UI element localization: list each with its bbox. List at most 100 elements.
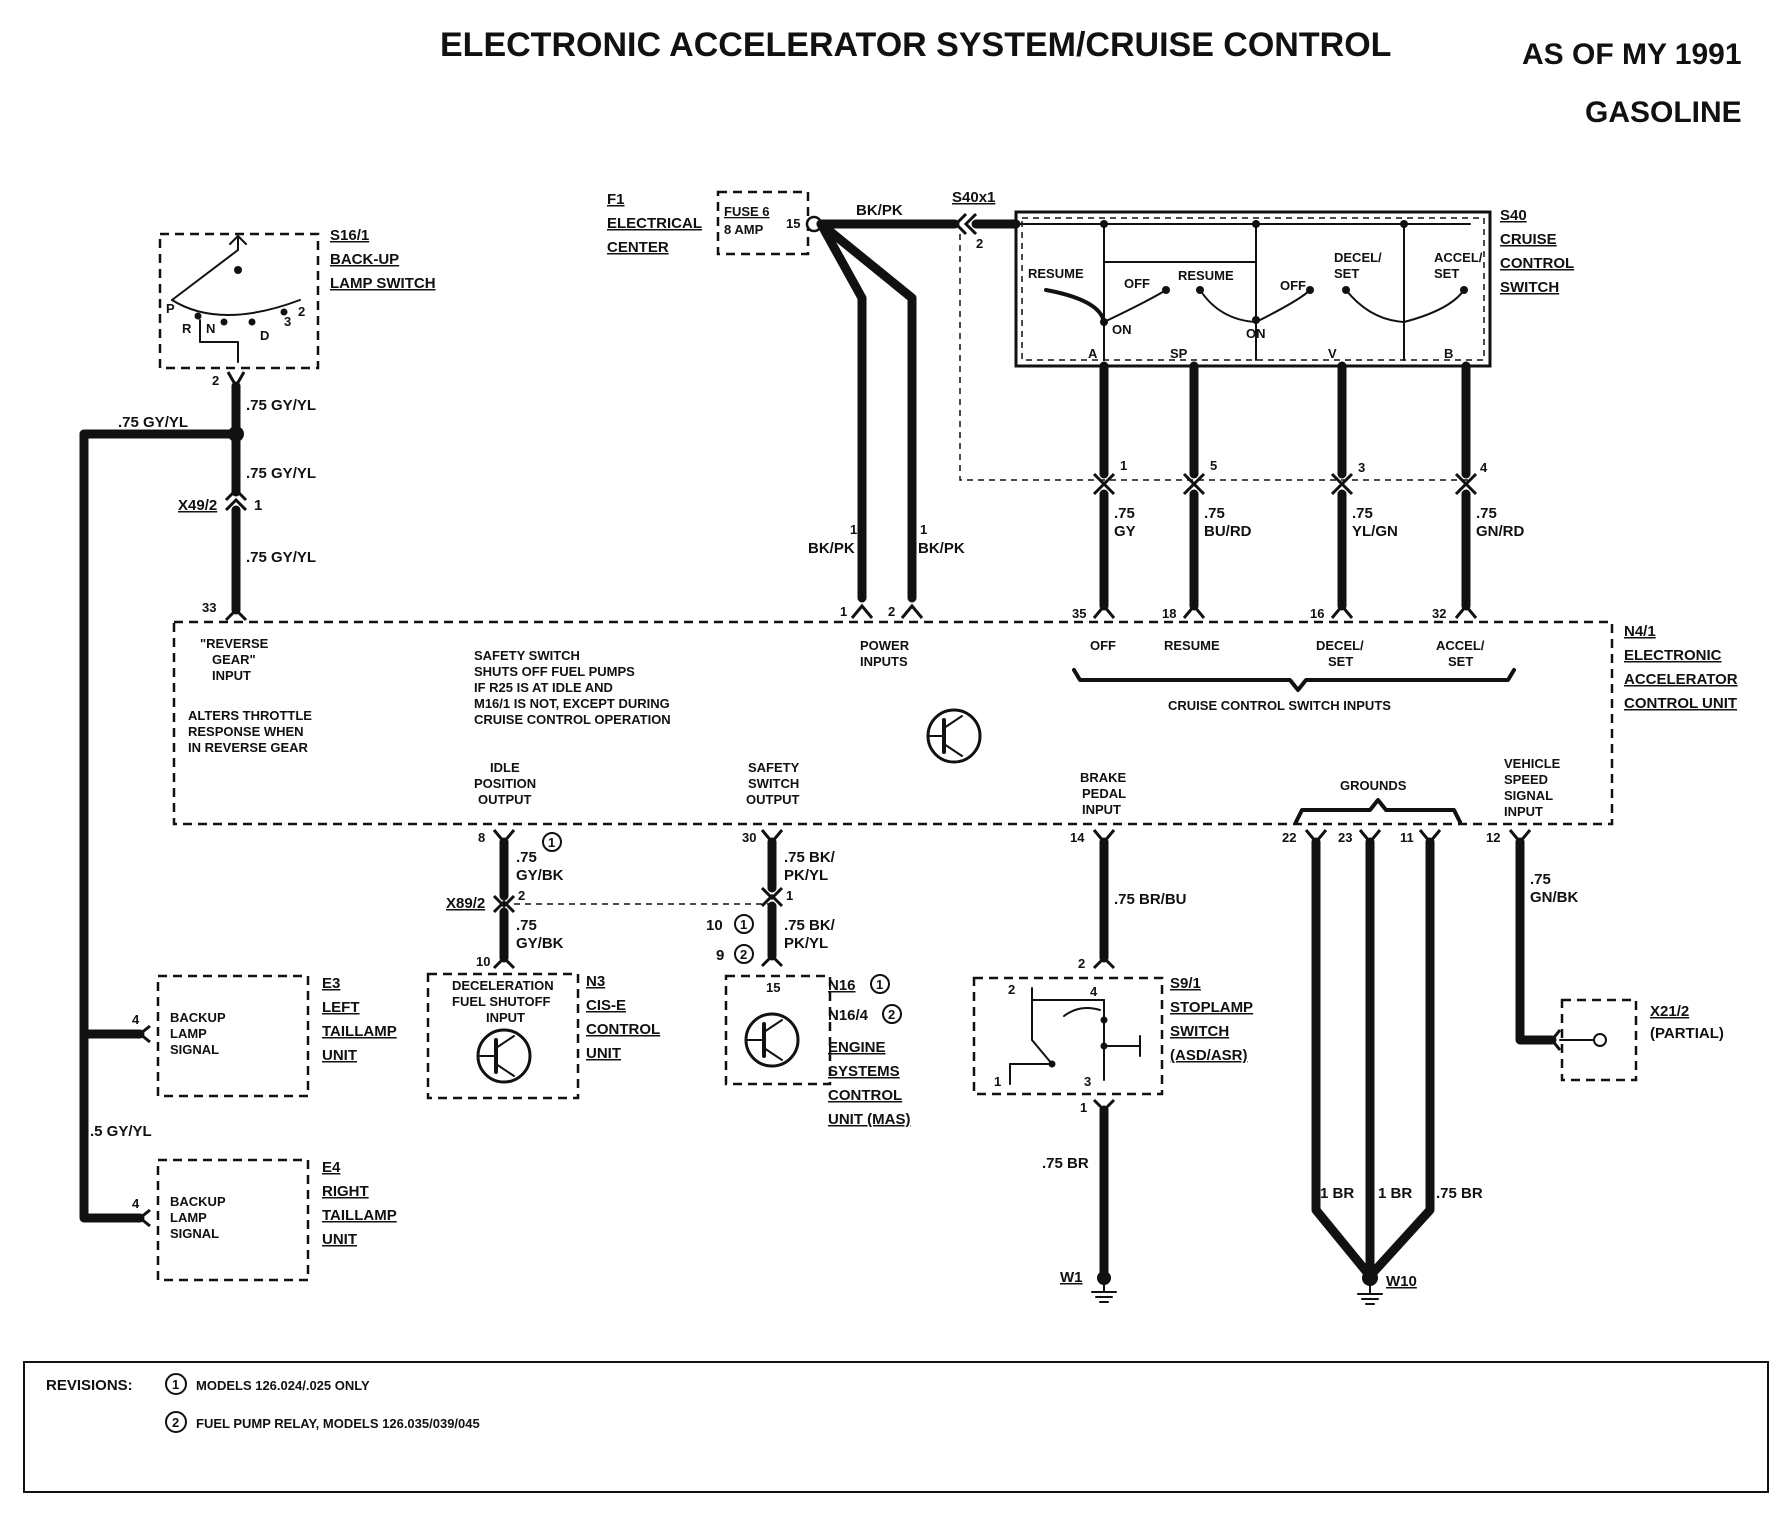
x21-name: (PARTIAL) xyxy=(1650,1025,1724,1042)
n3-i3: INPUT xyxy=(486,1010,525,1025)
s9-p3: 3 xyxy=(1084,1074,1091,1089)
n41-idle2: POSITION xyxy=(474,776,536,791)
e4-s2: LAMP xyxy=(170,1210,207,1225)
wire-br-11: .75 BR xyxy=(1436,1185,1483,1202)
n41-rev2: GEAR" xyxy=(212,652,256,667)
s40-decel2: SET xyxy=(1334,266,1359,281)
n41-alt2: RESPONSE WHEN xyxy=(188,724,304,739)
n41-accel2: SET xyxy=(1448,654,1473,669)
wire-burd-c: BU/RD xyxy=(1204,523,1252,540)
s16-id: S16/1 xyxy=(330,227,369,244)
n3-i1: DECELERATION xyxy=(452,978,554,993)
e3-name3: UNIT xyxy=(322,1047,357,1064)
s40-on1: ON xyxy=(1112,322,1132,337)
n41-accel1: ACCEL/ xyxy=(1436,638,1485,653)
cruise-switch-wires: 1 5 3 4 .75 GY .75 BU/RD .75 YL/GN .75 G… xyxy=(1072,361,1525,621)
n41-grounds: GROUNDS xyxy=(1340,778,1407,793)
diagram-title: ELECTRONIC ACCELERATOR SYSTEM/CRUISE CON… xyxy=(440,26,1391,64)
wire-label-bkpk-top: BK/PK xyxy=(856,202,903,219)
fuse-pin: 15 xyxy=(786,216,800,231)
pin-s9-1: 1 xyxy=(1080,1100,1087,1115)
n41-ss3: OUTPUT xyxy=(746,792,800,807)
n16-id2: N16/4 xyxy=(828,1007,869,1024)
transistor-icon xyxy=(926,708,982,764)
electrical-center: F1 ELECTRICAL CENTER FUSE 6 8 AMP 15 xyxy=(607,190,823,256)
n3-name3: UNIT xyxy=(586,1045,621,1062)
e3-name2: TAILLAMP xyxy=(322,1023,397,1040)
pin-n41-11: 11 xyxy=(1400,830,1414,845)
w10-id: W10 xyxy=(1386,1273,1417,1290)
wire-bkpkyl-2c: PK/YL xyxy=(784,935,828,952)
n41-rev3: INPUT xyxy=(212,668,251,683)
wire-label-1: .75 GY/YL xyxy=(246,397,316,414)
x89-pin: 2 xyxy=(518,888,525,903)
n41-name2: ACCELERATOR xyxy=(1624,671,1738,688)
n41-alt3: IN REVERSE GEAR xyxy=(188,740,309,755)
x89-pin1: 1 xyxy=(786,888,793,903)
s40x1-pin: 2 xyxy=(976,236,983,251)
w1-id: W1 xyxy=(1060,1269,1083,1286)
wire-br-23: 1 BR xyxy=(1378,1185,1412,1202)
fuse-rating: 8 AMP xyxy=(724,222,764,237)
s9-p2: 2 xyxy=(1008,982,1015,997)
n41-name1: ELECTRONIC xyxy=(1624,647,1722,664)
right-taillamp-unit: 4 BACKUP LAMP SIGNAL E4 RIGHT TAILLAMP U… xyxy=(132,1158,397,1282)
revision-2-num: 2 xyxy=(172,1415,179,1430)
n16-name4: UNIT (MAS) xyxy=(828,1111,911,1128)
s16-name1: BACK-UP xyxy=(330,251,399,268)
wire-gnbk-c: GN/BK xyxy=(1530,889,1579,906)
e3-s3: SIGNAL xyxy=(170,1042,219,1057)
wire-gybk-2: .75 xyxy=(516,917,537,934)
wire-bkpkyl-1: .75 BK/ xyxy=(784,849,836,866)
wire-label-4: .75 GY/YL xyxy=(246,549,316,566)
n16-name1: ENGINE xyxy=(828,1039,886,1056)
x89-id: X89/2 xyxy=(446,895,485,912)
n3-i2: FUEL SHUTOFF xyxy=(452,994,551,1009)
e3-pin: 4 xyxy=(132,1012,140,1027)
wire-label-2: .75 GY/YL xyxy=(118,414,188,431)
s16-name2: LAMP SWITCH xyxy=(330,275,436,292)
pin-s40-5: 5 xyxy=(1210,458,1217,473)
n41-saf1: SAFETY SWITCH xyxy=(474,648,580,663)
n16-name2: SYSTEMS xyxy=(828,1063,900,1080)
n41-idle3: OUTPUT xyxy=(478,792,532,807)
n41-ss2: SWITCH xyxy=(748,776,799,791)
e3-name1: LEFT xyxy=(322,999,360,1016)
n3-id: N3 xyxy=(586,973,605,990)
wire-br-22: 1 BR xyxy=(1320,1185,1354,1202)
n41-id: N4/1 xyxy=(1624,623,1656,640)
pin-s40-1: 1 xyxy=(1120,458,1127,473)
wire-brbu: .75 BR/BU xyxy=(1114,891,1187,908)
s40-off1: OFF xyxy=(1124,276,1150,291)
x49-id: X49/2 xyxy=(178,497,217,514)
pin-n16-10: 10 xyxy=(706,917,723,934)
n41-saf4: M16/1 IS NOT, EXCEPT DURING xyxy=(474,696,670,711)
s40-pin-v: V xyxy=(1328,346,1337,361)
safety-switch-wires: 30 .75 BK/ PK/YL 1 .75 BK/ PK/YL 10 1 9 … xyxy=(706,829,836,968)
n41-bp2: PEDAL xyxy=(1082,786,1126,801)
n41-decel1: DECEL/ xyxy=(1316,638,1364,653)
pin-n16-9: 9 xyxy=(716,947,724,964)
s16-n: N xyxy=(206,321,215,336)
pin-n41-12: 12 xyxy=(1486,830,1500,845)
wire-gy: .75 xyxy=(1114,505,1135,522)
wire-label-3: .75 GY/YL xyxy=(246,465,316,482)
s9-p4: 4 xyxy=(1090,984,1098,999)
s9-id: S9/1 xyxy=(1170,975,1201,992)
pin-s40-4: 4 xyxy=(1480,460,1488,475)
n41-saf3: IF R25 IS AT IDLE AND xyxy=(474,680,613,695)
e4-name1: RIGHT xyxy=(322,1183,369,1200)
f1-name2: CENTER xyxy=(607,239,669,256)
cruise-control-switch: RESUME OFF RESUME OFF DECEL/ SET ACCEL/ … xyxy=(1014,207,1574,368)
wire-gnbk: .75 xyxy=(1530,871,1551,888)
wire-gybk-1: .75 xyxy=(516,849,537,866)
s40-name1: CRUISE xyxy=(1500,231,1557,248)
e4-name3: UNIT xyxy=(322,1231,357,1248)
s9-name3: (ASD/ASR) xyxy=(1170,1047,1248,1064)
wire-gybk-2c: GY/BK xyxy=(516,935,564,952)
pin-n41-8: 8 xyxy=(478,830,485,845)
n16-ref2: 2 xyxy=(888,1007,895,1022)
pin-n41-35: 35 xyxy=(1072,606,1086,621)
backup-lamp-switch: P R N D 3 2 S16/1 BACK-UP LAMP SWITCH xyxy=(158,227,436,370)
